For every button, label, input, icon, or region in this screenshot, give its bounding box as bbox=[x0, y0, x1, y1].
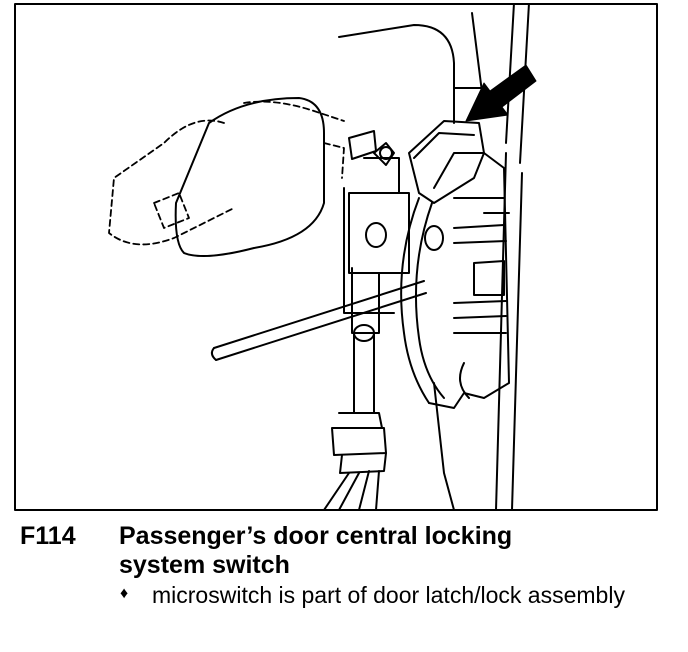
door-latch-illustration bbox=[14, 3, 658, 511]
note-item: ♦ microswitch is part of door latch/lock… bbox=[114, 582, 680, 608]
black-arrow-icon bbox=[465, 64, 537, 122]
handle-recess bbox=[174, 97, 325, 257]
note-text: microswitch is part of door latch/lock a… bbox=[152, 582, 625, 608]
door-outline bbox=[338, 3, 530, 511]
figure-caption: F114 Passenger’s door central locking sy… bbox=[20, 522, 680, 608]
inner-handle-dashed bbox=[108, 100, 345, 246]
component-code: F114 bbox=[20, 522, 76, 550]
electrical-connector bbox=[323, 412, 387, 511]
diamond-bullet-icon: ♦ bbox=[120, 585, 129, 602]
illustration-frame bbox=[14, 3, 658, 511]
operating-rod bbox=[210, 280, 427, 361]
latch-body bbox=[400, 120, 510, 409]
lock-mechanism bbox=[343, 130, 410, 414]
component-title: Passenger’s door central locking system … bbox=[119, 522, 513, 579]
